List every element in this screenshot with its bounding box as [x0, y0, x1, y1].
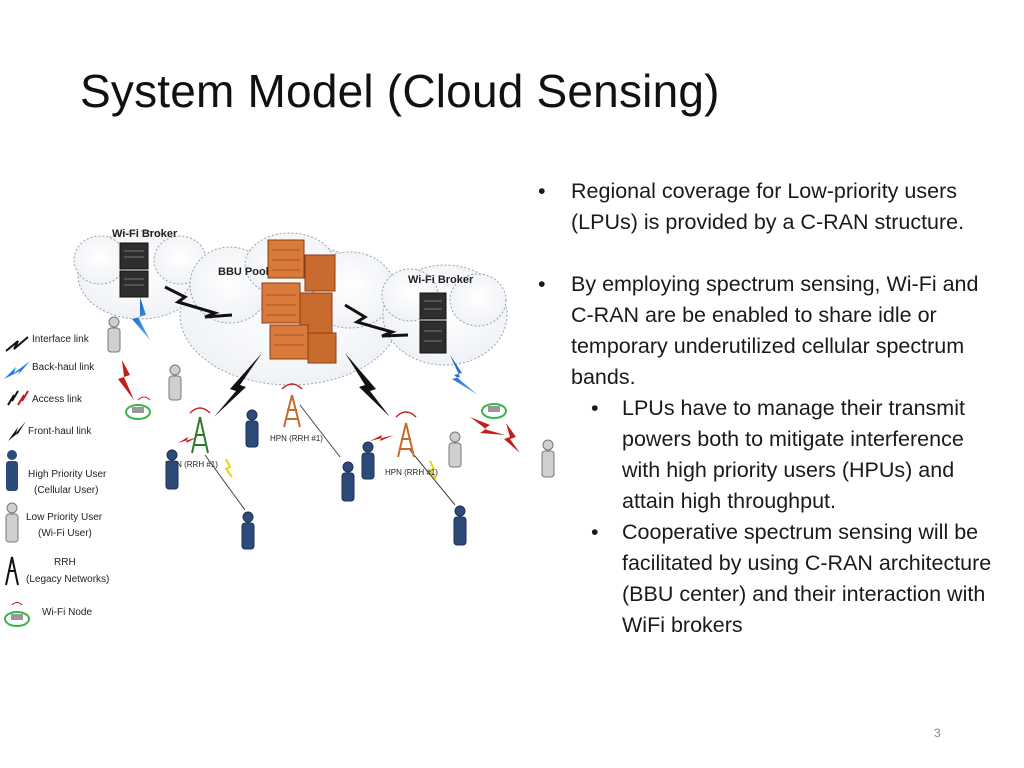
rrh-tower-2	[281, 383, 303, 428]
cloud-sensing-diagram: Wi-Fi Broker Wi-Fi Broker BBU Pool	[4, 228, 555, 627]
sub-bullet-item: LPUs have to manage their transmit power…	[534, 393, 1004, 517]
legend-sublabel: (Wi-Fi User)	[38, 528, 92, 539]
wifi-node-left	[125, 396, 151, 420]
legend-label: High Priority User	[28, 469, 107, 480]
bullet-item: By employing spectrum sensing, Wi-Fi and…	[534, 269, 1004, 393]
low-priority-user-icon	[5, 502, 19, 543]
legend-label: RRH	[54, 557, 76, 568]
rrh-tower-1	[189, 407, 211, 454]
slide-title: System Model (Cloud Sensing)	[80, 65, 720, 117]
access-link-icon	[7, 390, 29, 406]
access-links	[118, 360, 520, 453]
interface-link-left	[164, 285, 233, 319]
legend: Interface link Back-haul link Access lin…	[4, 334, 109, 627]
high-priority-user-icon	[6, 450, 18, 491]
legend-sublabel: (Cellular User)	[34, 485, 98, 496]
back-haul-links	[132, 297, 478, 395]
front-haul-link-icon	[8, 421, 26, 441]
legend-sublabel: (Legacy Networks)	[26, 574, 109, 585]
back-haul-link-icon	[4, 361, 30, 379]
high-priority-user	[165, 409, 467, 550]
bbu-pool-servers	[261, 239, 337, 364]
bbu-pool-label: BBU Pool	[218, 266, 269, 278]
legend-label: Low Priority User	[26, 512, 103, 523]
interface-link-icon	[5, 336, 29, 352]
connection-lines	[204, 404, 456, 511]
legend-label: Access link	[32, 394, 83, 405]
legend-label: Front-haul link	[28, 426, 92, 437]
wifi-node-right	[481, 403, 507, 419]
wifi-broker-left-label: Wi-Fi Broker	[112, 228, 178, 240]
bullet-item: Regional coverage for Low-priority users…	[534, 176, 1004, 238]
rrh-tower-3	[395, 411, 417, 458]
legend-label: Back-haul link	[32, 362, 95, 373]
wifi-broker-right-label: Wi-Fi Broker	[408, 274, 474, 286]
hpn-label-1: HPN (RRH #1)	[165, 460, 218, 469]
wifi-node-icon	[4, 602, 30, 627]
slide-number: 3	[934, 726, 941, 740]
hpn-label-3: HPN (RRH #1)	[385, 468, 438, 477]
rrh-icon	[5, 556, 19, 586]
sub-bullet-item: Cooperative spectrum sensing will be fac…	[534, 517, 1004, 641]
hpn-label-2: HPN (RRH #1)	[270, 434, 323, 443]
legend-label: Interface link	[32, 334, 90, 345]
legend-label: Wi-Fi Node	[42, 607, 92, 618]
interface-link-right	[344, 303, 409, 338]
wifi-broker-left-server	[119, 242, 149, 298]
front-haul-links	[214, 353, 390, 417]
access-links-yellow	[224, 458, 437, 480]
bullet-list: Regional coverage for Low-priority users…	[534, 176, 1004, 641]
wifi-broker-right-server	[419, 292, 447, 354]
